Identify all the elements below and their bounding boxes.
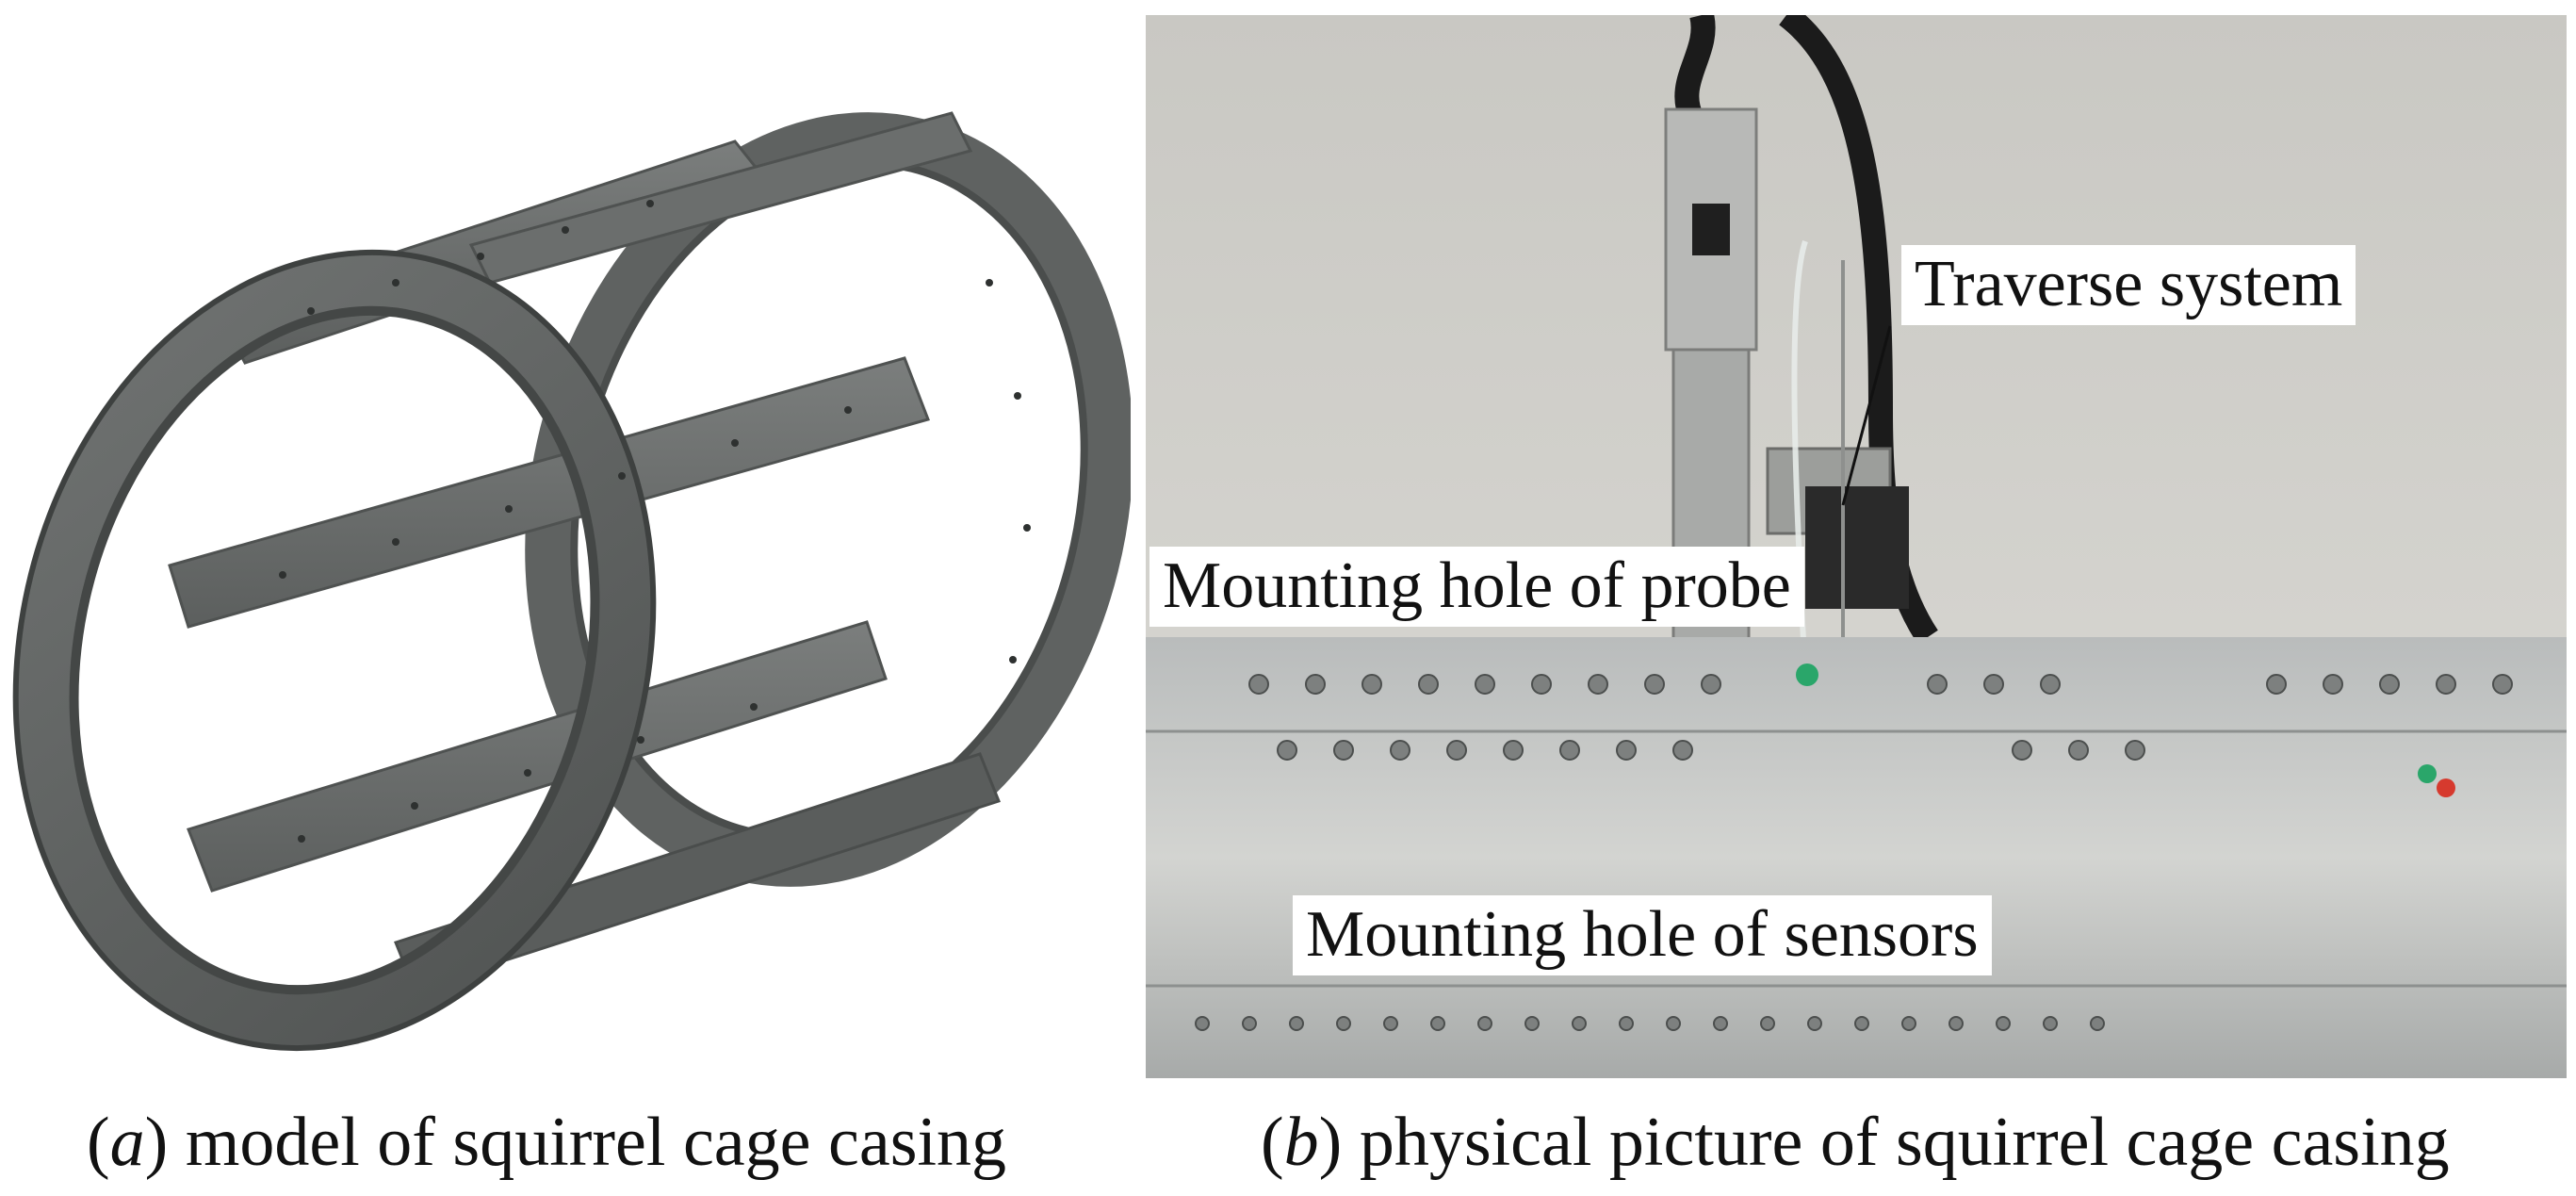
caption-a-text: model of squirrel cage casing: [185, 1104, 1007, 1181]
bolt-holes: [279, 200, 1031, 843]
caption-a-letter: a: [109, 1104, 145, 1181]
probe-hole-label: Mounting hole of probe: [1149, 547, 1804, 627]
green-connector-right: [2418, 764, 2437, 783]
sensor-hole-label: Mounting hole of sensors: [1293, 895, 1992, 975]
traverse-system-label: Traverse system: [1901, 245, 2356, 325]
caption-b: (b) physical picture of squirrel cage ca…: [1261, 1104, 2450, 1181]
squirrel-cage-model: [12, 111, 1131, 1052]
front-ring: [12, 249, 657, 1052]
caption-b-text: physical picture of squirrel cage casing: [1359, 1104, 2450, 1181]
caption-a: (a) model of squirrel cage casing: [87, 1104, 1007, 1181]
green-connector: [1796, 664, 1818, 686]
longitudinal-bars: [168, 111, 1001, 991]
sensor-pins: [1195, 674, 2513, 1031]
caption-b-letter: b: [1283, 1104, 1319, 1181]
cable: [1674, 15, 1716, 124]
traverse-pointer: [1841, 325, 1892, 506]
casing-plate: [1146, 637, 2567, 1078]
red-connector: [2437, 778, 2455, 797]
cad-model-image: [0, 0, 1131, 1074]
